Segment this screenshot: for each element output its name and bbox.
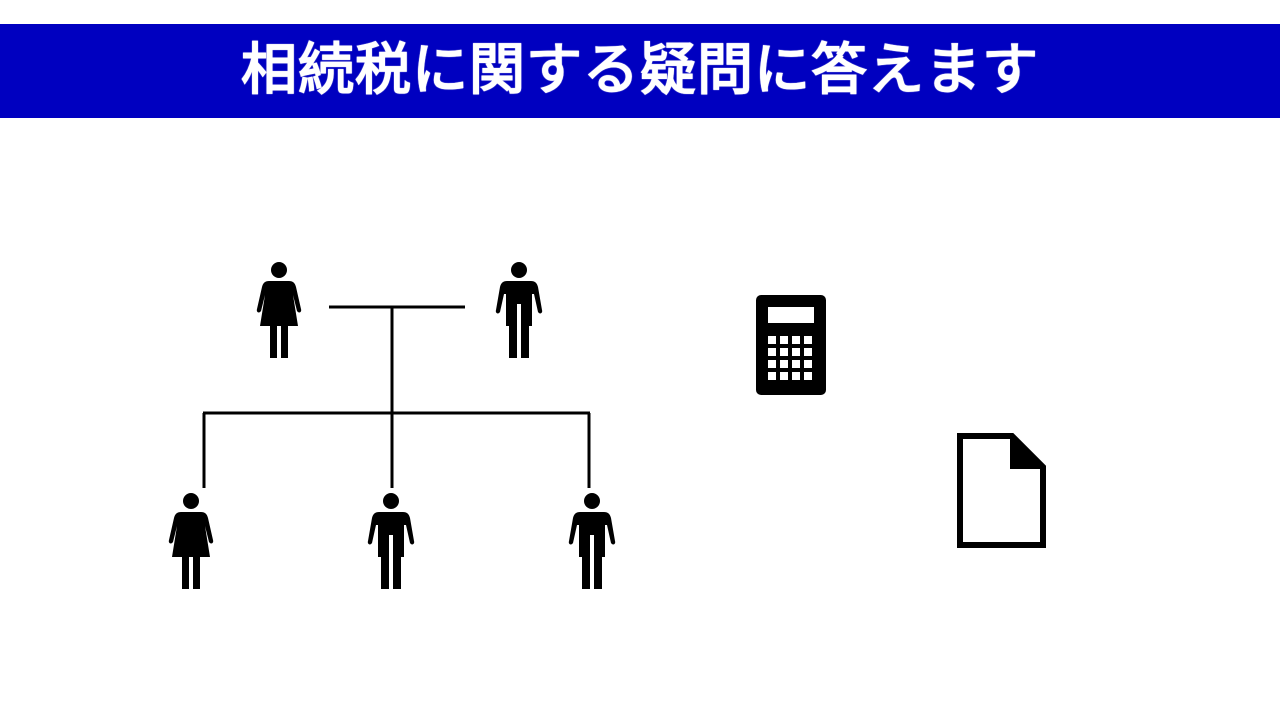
calculator-key [780, 336, 788, 344]
calculator-key [804, 348, 812, 356]
calculator-key [768, 336, 776, 344]
parent-woman-icon [256, 262, 302, 358]
calculator-key [792, 372, 800, 380]
parent-man-icon [495, 262, 543, 358]
calculator-key [780, 360, 788, 368]
calculator-icon [756, 295, 826, 395]
calculator-key [768, 372, 776, 380]
child-woman-icon [168, 493, 214, 589]
calculator-key [792, 336, 800, 344]
child-man-icon [367, 493, 415, 589]
calculator-key [768, 360, 776, 368]
title-bar-background [0, 24, 1280, 118]
calculator-key [768, 348, 776, 356]
calculator-key [780, 348, 788, 356]
family-tree-connectors [202, 305, 591, 488]
calculator-key [804, 336, 812, 344]
calculator-key [804, 360, 812, 368]
document-icon [957, 433, 1046, 548]
calculator-key [792, 360, 800, 368]
title-bar: 相続税に関する疑問に答えます [0, 24, 1280, 118]
calculator-key [792, 348, 800, 356]
slide-title: 相続税に関する疑問に答えます [241, 38, 1039, 103]
calculator-key [780, 372, 788, 380]
child-man-icon [568, 493, 616, 589]
calculator-key [804, 372, 812, 380]
